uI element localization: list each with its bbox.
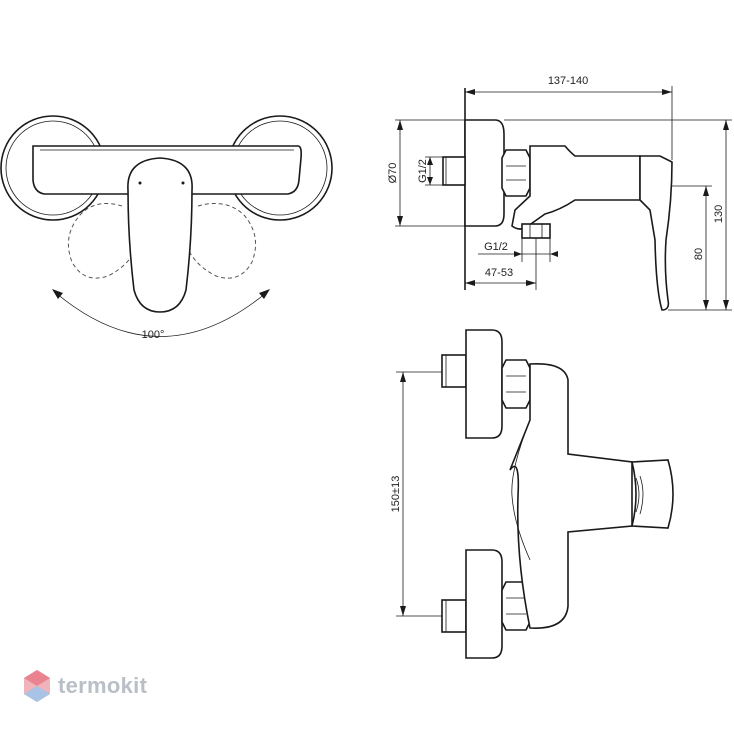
angle-arc <box>55 292 267 337</box>
dim-total-height-label: 130 <box>713 205 725 223</box>
front-view: 100° <box>0 115 333 341</box>
dim-rosette-depth: 47-53 <box>465 238 537 290</box>
dim-center-distance: 150±13 <box>390 371 442 617</box>
top-handle <box>630 459 674 529</box>
top-upper-hex-nut <box>501 359 531 409</box>
dim-rosette-diameter: Ø70 <box>387 119 465 227</box>
termokit-watermark: termokit <box>22 668 147 704</box>
top-view: 150±13 <box>390 329 674 659</box>
termokit-logo-icon <box>24 670 50 702</box>
watermark-text: termokit <box>58 673 148 698</box>
dim-rosette-depth-label: 47-53 <box>485 267 513 279</box>
side-outlet-nut <box>521 223 551 239</box>
side-hex-nut <box>501 149 531 197</box>
front-lever-dot-right <box>181 181 185 185</box>
side-view: 137-140 Ø70 G1/2 G1/2 <box>387 75 732 311</box>
front-lever-dot <box>138 181 142 185</box>
dim-center-distance-label: 150±13 <box>390 476 402 513</box>
front-lever-right-position <box>183 203 257 279</box>
dim-outlet-height: 80 <box>668 185 712 311</box>
side-rosette <box>464 119 505 227</box>
side-inlet-pipe <box>442 156 466 186</box>
angle-label: 100° <box>142 329 165 341</box>
top-body-contour <box>511 419 531 561</box>
dim-outlet-thread: G1/2 <box>478 238 558 262</box>
dim-inlet-thread-label: G1/2 <box>417 159 429 183</box>
dim-width-total-label: 137-140 <box>548 75 588 87</box>
dim-rosette-diameter-label: Ø70 <box>387 163 399 184</box>
angle-arrow-right <box>259 289 270 299</box>
dim-outlet-thread-label: G1/2 <box>484 241 508 253</box>
front-lever <box>127 157 193 313</box>
dim-inlet-thread: G1/2 <box>417 156 443 186</box>
dim-width-total: 137-140 <box>465 75 673 160</box>
side-lever <box>639 155 673 311</box>
angle-arrow-left <box>52 289 63 299</box>
top-mixer-body <box>509 363 633 629</box>
dim-total-height: 130 <box>504 119 732 311</box>
dim-outlet-height-label: 80 <box>693 248 705 260</box>
top-upper-rosette <box>465 329 503 439</box>
side-mixer-body <box>511 145 641 230</box>
top-lower-rosette <box>465 549 503 659</box>
